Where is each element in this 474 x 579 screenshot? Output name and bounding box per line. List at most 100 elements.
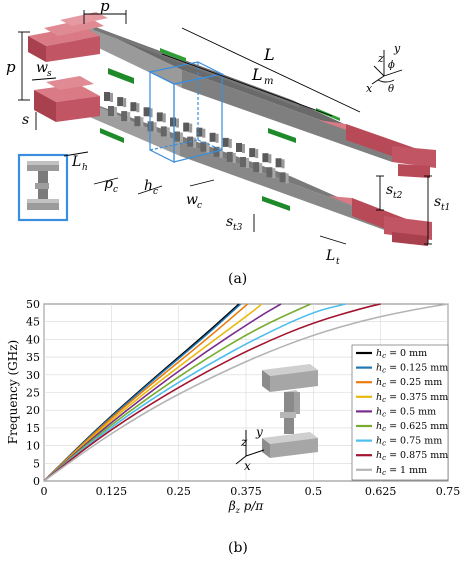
- upper-tooth-side: [162, 113, 166, 123]
- upper-tooth-side: [149, 108, 153, 118]
- label-Lt-sub: t: [336, 257, 340, 267]
- upper-tooth: [196, 127, 203, 137]
- unit-cell-box: [148, 61, 224, 163]
- axis-label-y-b: y: [255, 425, 263, 439]
- label-Lh: L: [71, 154, 81, 170]
- label-st1-sub: t1: [441, 203, 450, 213]
- lower-tooth-side: [193, 137, 197, 148]
- lower-tooth: [121, 111, 128, 122]
- x-tick-labels: 0 0.125 0.25 0.375 0.5 0.625 0.75: [41, 485, 461, 498]
- dimension-lines: [18, 10, 432, 245]
- x-tick-label: 0.125: [96, 485, 128, 498]
- label-Lm-sub: m: [264, 76, 273, 87]
- upper-tooth: [130, 102, 137, 112]
- label-Lh-sub: h: [82, 163, 88, 173]
- lower-tooth-side: [140, 117, 144, 128]
- lower-right-taper: [328, 196, 432, 246]
- axis-label-theta: θ: [388, 84, 394, 95]
- legend-label-2: hc = 0.25 mm: [376, 377, 442, 389]
- upper-tooth: [236, 143, 242, 152]
- lower-tooth: [226, 151, 233, 162]
- lower-tooth-side: [114, 107, 117, 117]
- coordinate-axes-b: [235, 430, 265, 465]
- x-tick-label: 0.25: [166, 485, 191, 498]
- legend-label-6: hc = 0.75 mm: [376, 436, 442, 448]
- caption-a: (a): [228, 271, 247, 287]
- label-Lt: L: [325, 248, 335, 264]
- label-pc-sub: c: [113, 185, 118, 195]
- y-tick-label: 25: [26, 387, 40, 400]
- legend-label-0: hc = 0 mm: [376, 348, 427, 360]
- lower-tooth: [200, 141, 207, 152]
- y-tick-label: 0: [33, 475, 40, 488]
- upper-tooth-side: [268, 154, 272, 164]
- upper-tooth: [262, 153, 269, 163]
- lower-tooth: [160, 126, 167, 137]
- series-lines: [43, 303, 449, 482]
- upper-tooth-side: [255, 149, 259, 159]
- lower-left-taper: [34, 76, 100, 122]
- lower-tooth-side: [206, 142, 210, 153]
- corrugation-teeth: [104, 92, 289, 184]
- x-tick-label: 0.5: [305, 485, 323, 498]
- y-axis-label: Frequency (GHz): [6, 340, 20, 444]
- y-tick-label: 30: [26, 369, 40, 382]
- label-hc: h: [144, 178, 153, 194]
- axis-label-x-b: x: [244, 459, 251, 473]
- upper-tooth: [209, 132, 216, 142]
- lower-tooth-side: [153, 122, 157, 133]
- label-p-top: p: [100, 0, 110, 15]
- lower-tooth-side: [166, 127, 170, 138]
- upper-tooth-side: [123, 98, 127, 108]
- label-ws: w: [36, 60, 48, 76]
- lower-tooth-side: [272, 168, 276, 179]
- lower-tooth: [134, 116, 141, 127]
- axis-label-phi: ϕ: [388, 60, 395, 71]
- x-axis-label: βz p/π: [228, 499, 265, 515]
- y-tick-label: 10: [26, 440, 40, 453]
- x-tick-label: 0: [41, 485, 48, 498]
- lower-tooth: [253, 162, 260, 173]
- label-wc: w: [186, 192, 198, 208]
- label-pc: p: [104, 176, 113, 192]
- upper-tooth-side: [202, 128, 206, 138]
- y-tick-label: 5: [33, 457, 40, 470]
- x-tick-label: 0.75: [436, 485, 461, 498]
- label-st1: s: [434, 194, 441, 210]
- chart-inset-unit-cell: [262, 364, 318, 458]
- lower-tooth: [240, 157, 246, 167]
- upper-left-taper: [28, 12, 108, 62]
- label-ws-sub: s: [47, 69, 52, 79]
- upper-tooth: [249, 148, 256, 158]
- y-tick-label: 40: [26, 333, 40, 346]
- lower-tooth: [108, 106, 114, 116]
- label-p-left: p: [6, 58, 16, 76]
- upper-tooth-side: [242, 144, 245, 153]
- label-st3-sub: t3: [233, 223, 243, 233]
- label-hc-sub: c: [153, 187, 158, 197]
- x-tick-label: 0.375: [230, 485, 262, 498]
- caption-b: (b): [228, 540, 248, 556]
- x-axis-label-main: β: [228, 499, 236, 513]
- lower-tooth: [266, 167, 273, 178]
- upper-right-taper: [318, 120, 436, 178]
- upper-tooth: [222, 137, 229, 147]
- upper-tooth: [156, 112, 163, 122]
- legend-label-3: hc = 0.375 mm: [376, 392, 448, 404]
- upper-tooth: [143, 107, 150, 117]
- upper-tooth-side: [189, 123, 193, 133]
- label-st3: s: [226, 214, 233, 230]
- lower-tooth-side: [232, 152, 236, 163]
- y-tick-label: 20: [26, 404, 40, 417]
- upper-tooth-side: [281, 159, 285, 169]
- label-st2-sub: t2: [393, 191, 403, 201]
- upper-tooth-side: [176, 118, 179, 128]
- lower-tooth-side: [219, 147, 223, 158]
- lower-tooth-side: [259, 163, 263, 174]
- legend-label-8: hc = 1 mm: [376, 465, 427, 477]
- x-tick-label: 0.625: [365, 485, 397, 498]
- y-tick-label: 45: [26, 316, 40, 329]
